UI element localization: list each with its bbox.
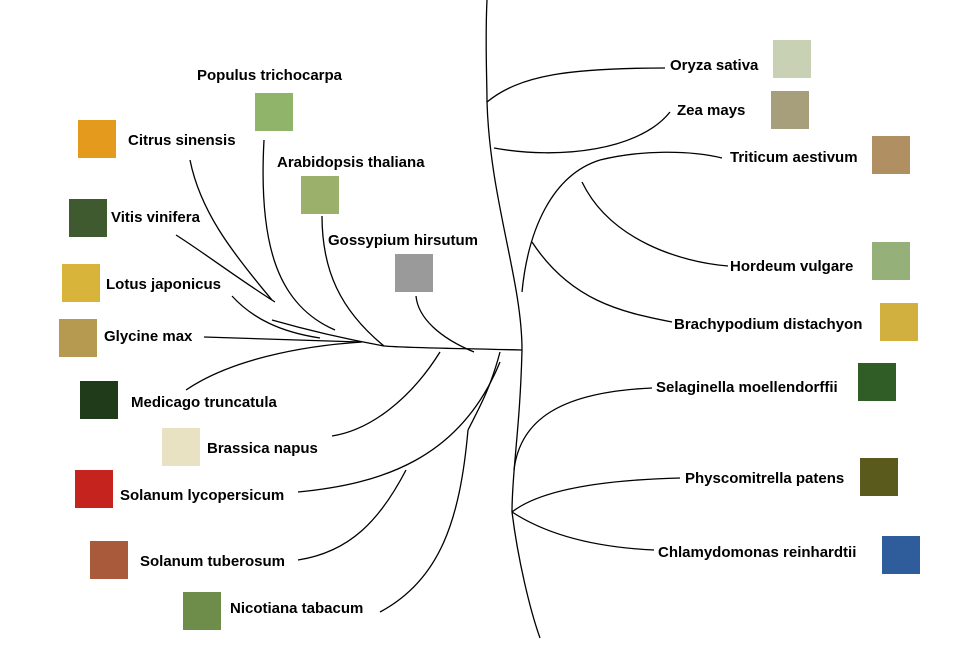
branch-oryza bbox=[486, 67, 666, 103]
lotus-thumbnail bbox=[62, 264, 100, 302]
oryza-thumbnail bbox=[773, 40, 811, 78]
branch-brassica bbox=[331, 351, 441, 437]
branch-lotus bbox=[231, 295, 321, 339]
branch-brachypodium bbox=[531, 241, 673, 323]
branch-trunk-top bbox=[485, 0, 488, 103]
label-triticum: Triticum aestivum bbox=[730, 149, 858, 166]
chlamydomonas-thumbnail bbox=[882, 536, 920, 574]
label-medicago: Medicago truncatula bbox=[131, 394, 278, 411]
branch-chlamydomonas bbox=[511, 511, 655, 551]
branch-trunk-main bbox=[486, 101, 523, 351]
glycine-thumbnail bbox=[59, 319, 97, 357]
label-arabidopsis: Arabidopsis thaliana bbox=[277, 154, 425, 171]
branch-citrus bbox=[189, 159, 273, 301]
branch-vitis bbox=[175, 234, 276, 303]
label-chlamydomonas: Chlamydomonas reinhardtii bbox=[658, 544, 856, 561]
branch-glycine bbox=[203, 336, 361, 343]
branch-nicotiana bbox=[379, 429, 469, 613]
arabidopsis-thumbnail bbox=[301, 176, 339, 214]
solanum-tuberosum-thumbnail bbox=[90, 541, 128, 579]
label-brassica: Brassica napus bbox=[207, 440, 318, 457]
label-solanum-tuberosum: Solanum tuberosum bbox=[140, 553, 285, 570]
branch-solanum-tub bbox=[297, 469, 407, 561]
branch-zea bbox=[493, 111, 671, 154]
branch-gossypium bbox=[415, 295, 475, 353]
hordeum-thumbnail bbox=[872, 242, 910, 280]
branch-eudicot-stem bbox=[271, 319, 385, 347]
branch-physcomitrella bbox=[511, 477, 681, 513]
branch-selaginella bbox=[513, 387, 653, 471]
zea-thumbnail bbox=[771, 91, 809, 129]
label-gossypium: Gossypium hirsutum bbox=[328, 232, 478, 249]
label-glycine: Glycine max bbox=[104, 328, 193, 345]
label-hordeum: Hordeum vulgare bbox=[730, 258, 853, 275]
nicotiana-thumbnail bbox=[183, 592, 221, 630]
branch-triticum bbox=[599, 151, 723, 161]
branch-pooideae-stem bbox=[521, 159, 601, 293]
label-vitis: Vitis vinifera bbox=[111, 209, 201, 226]
species-labels: Populus trichocarpa Citrus sinensis Arab… bbox=[104, 57, 862, 617]
label-brachypodium: Brachypodium distachyon bbox=[674, 316, 862, 333]
tree-branches bbox=[175, 0, 729, 639]
physcomitrella-thumbnail bbox=[860, 458, 898, 496]
branch-trunk-lower bbox=[511, 349, 523, 513]
branch-medicago bbox=[185, 341, 363, 391]
species-thumbnails bbox=[59, 40, 920, 630]
populus-thumbnail bbox=[255, 93, 293, 131]
label-populus: Populus trichocarpa bbox=[197, 67, 343, 84]
brachypodium-thumbnail bbox=[880, 303, 918, 341]
label-selaginella: Selaginella moellendorffii bbox=[656, 379, 838, 396]
gossypium-thumbnail bbox=[395, 254, 433, 292]
branch-solanaceae-stem bbox=[467, 351, 501, 431]
citrus-thumbnail bbox=[78, 120, 116, 158]
label-nicotiana: Nicotiana tabacum bbox=[230, 600, 363, 617]
label-solanum-lycopersicum: Solanum lycopersicum bbox=[120, 487, 284, 504]
triticum-thumbnail bbox=[872, 136, 910, 174]
selaginella-thumbnail bbox=[858, 363, 896, 401]
branch-populus bbox=[262, 139, 336, 331]
label-oryza: Oryza sativa bbox=[670, 57, 759, 74]
label-citrus: Citrus sinensis bbox=[128, 132, 236, 149]
branch-arabidopsis bbox=[321, 215, 385, 347]
brassica-thumbnail bbox=[162, 428, 200, 466]
branch-eudicot-root bbox=[383, 345, 523, 351]
vitis-thumbnail bbox=[69, 199, 107, 237]
branch-solanum-lyc bbox=[297, 361, 501, 493]
label-lotus: Lotus japonicus bbox=[106, 276, 221, 293]
solanum-lycopersicum-thumbnail bbox=[75, 470, 113, 508]
label-zea: Zea mays bbox=[677, 102, 745, 119]
label-physcomitrella: Physcomitrella patens bbox=[685, 470, 844, 487]
branch-hordeum bbox=[581, 181, 729, 267]
branch-trunk-bottom bbox=[511, 511, 541, 639]
medicago-thumbnail bbox=[80, 381, 118, 419]
